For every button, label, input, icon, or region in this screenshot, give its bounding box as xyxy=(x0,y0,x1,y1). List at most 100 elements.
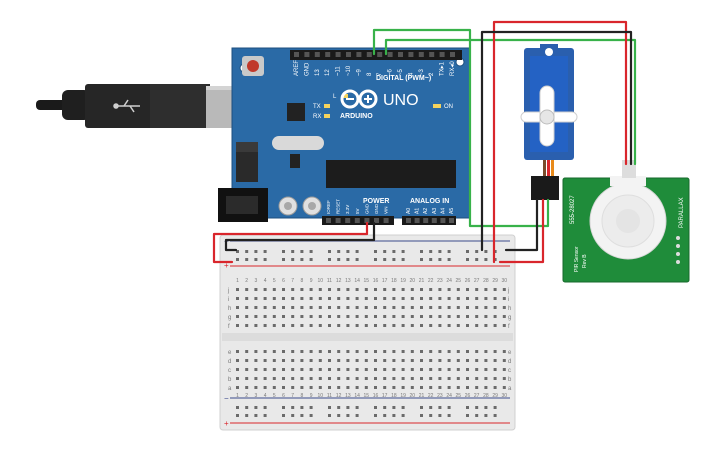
rail-hole[interactable] xyxy=(392,250,396,253)
terminal-hole[interactable] xyxy=(447,297,451,300)
digital-pin-hole[interactable] xyxy=(294,52,299,57)
terminal-hole[interactable] xyxy=(282,324,285,327)
terminal-hole[interactable] xyxy=(420,306,423,309)
terminal-hole[interactable] xyxy=(272,288,276,291)
terminal-hole[interactable] xyxy=(291,386,295,389)
rail-hole[interactable] xyxy=(484,250,488,253)
terminal-hole[interactable] xyxy=(318,288,322,291)
terminal-hole[interactable] xyxy=(236,306,239,309)
terminal-hole[interactable] xyxy=(272,359,276,362)
terminal-hole[interactable] xyxy=(447,377,451,380)
terminal-hole[interactable] xyxy=(502,306,506,309)
terminal-hole[interactable] xyxy=(346,359,350,362)
terminal-hole[interactable] xyxy=(456,306,460,309)
rail-hole[interactable] xyxy=(383,250,387,253)
terminal-hole[interactable] xyxy=(346,306,350,309)
terminal-hole[interactable] xyxy=(346,377,350,380)
terminal-hole[interactable] xyxy=(272,386,276,389)
terminal-hole[interactable] xyxy=(420,359,423,362)
rail-hole[interactable] xyxy=(374,258,377,261)
terminal-hole[interactable] xyxy=(502,297,506,300)
terminal-hole[interactable] xyxy=(309,324,313,327)
terminal-hole[interactable] xyxy=(392,324,396,327)
terminal-hole[interactable] xyxy=(309,306,313,309)
rail-hole[interactable] xyxy=(420,258,423,261)
rail-hole[interactable] xyxy=(328,414,331,417)
rail-hole[interactable] xyxy=(236,258,239,261)
digital-pin-hole[interactable] xyxy=(418,52,424,57)
terminal-hole[interactable] xyxy=(254,350,258,353)
terminal-hole[interactable] xyxy=(429,324,433,327)
terminal-hole[interactable] xyxy=(374,359,377,362)
terminal-hole[interactable] xyxy=(466,324,469,327)
terminal-hole[interactable] xyxy=(401,350,405,353)
rail-hole[interactable] xyxy=(263,414,267,417)
rail-hole[interactable] xyxy=(466,258,469,261)
terminal-hole[interactable] xyxy=(410,306,414,309)
rail-hole[interactable] xyxy=(282,414,285,417)
terminal-hole[interactable] xyxy=(502,386,506,389)
terminal-hole[interactable] xyxy=(245,359,249,362)
terminal-hole[interactable] xyxy=(337,359,341,362)
terminal-hole[interactable] xyxy=(245,306,249,309)
terminal-hole[interactable] xyxy=(475,350,479,353)
terminal-hole[interactable] xyxy=(337,368,341,371)
rail-hole[interactable] xyxy=(484,406,488,409)
terminal-hole[interactable] xyxy=(245,324,249,327)
rail-hole[interactable] xyxy=(355,250,359,253)
terminal-hole[interactable] xyxy=(420,377,423,380)
terminal-hole[interactable] xyxy=(429,368,433,371)
terminal-hole[interactable] xyxy=(263,368,267,371)
terminal-hole[interactable] xyxy=(282,368,285,371)
terminal-hole[interactable] xyxy=(254,368,258,371)
terminal-hole[interactable] xyxy=(318,377,322,380)
terminal-hole[interactable] xyxy=(410,297,414,300)
rail-hole[interactable] xyxy=(466,250,469,253)
rail-hole[interactable] xyxy=(447,258,451,261)
terminal-hole[interactable] xyxy=(337,315,341,318)
terminal-hole[interactable] xyxy=(438,359,442,362)
terminal-hole[interactable] xyxy=(300,368,304,371)
rail-hole[interactable] xyxy=(374,406,377,409)
terminal-hole[interactable] xyxy=(364,315,368,318)
digital-pin-hole[interactable] xyxy=(314,52,320,57)
terminal-hole[interactable] xyxy=(364,386,368,389)
rail-hole[interactable] xyxy=(438,406,442,409)
rail-hole[interactable] xyxy=(493,414,497,417)
terminal-hole[interactable] xyxy=(300,297,304,300)
terminal-hole[interactable] xyxy=(438,288,442,291)
terminal-hole[interactable] xyxy=(309,297,313,300)
terminal-hole[interactable] xyxy=(438,377,442,380)
terminal-hole[interactable] xyxy=(429,288,433,291)
rail-hole[interactable] xyxy=(300,258,304,261)
terminal-hole[interactable] xyxy=(466,377,469,380)
terminal-hole[interactable] xyxy=(337,306,341,309)
rail-hole[interactable] xyxy=(300,406,304,409)
terminal-hole[interactable] xyxy=(254,324,258,327)
terminal-hole[interactable] xyxy=(328,368,331,371)
rail-hole[interactable] xyxy=(236,406,239,409)
rail-hole[interactable] xyxy=(383,406,387,409)
terminal-hole[interactable] xyxy=(401,315,405,318)
power-pin-hole[interactable] xyxy=(326,218,331,223)
analog-header[interactable] xyxy=(402,216,456,225)
rail-hole[interactable] xyxy=(291,406,295,409)
rail-hole[interactable] xyxy=(429,250,433,253)
terminal-hole[interactable] xyxy=(309,288,313,291)
terminal-hole[interactable] xyxy=(392,315,396,318)
rail-hole[interactable] xyxy=(337,250,341,253)
rail-hole[interactable] xyxy=(245,258,249,261)
terminal-hole[interactable] xyxy=(318,350,322,353)
rail-hole[interactable] xyxy=(254,258,258,261)
terminal-hole[interactable] xyxy=(392,377,396,380)
digital-pin-hole[interactable] xyxy=(346,52,351,57)
power-pin-hole[interactable] xyxy=(345,218,351,223)
rail-hole[interactable] xyxy=(383,414,387,417)
digital-pin-hole[interactable] xyxy=(429,52,435,57)
terminal-hole[interactable] xyxy=(318,306,322,309)
terminal-hole[interactable] xyxy=(337,377,341,380)
terminal-hole[interactable] xyxy=(475,288,479,291)
terminal-hole[interactable] xyxy=(318,324,322,327)
terminal-hole[interactable] xyxy=(456,315,460,318)
terminal-hole[interactable] xyxy=(236,350,239,353)
